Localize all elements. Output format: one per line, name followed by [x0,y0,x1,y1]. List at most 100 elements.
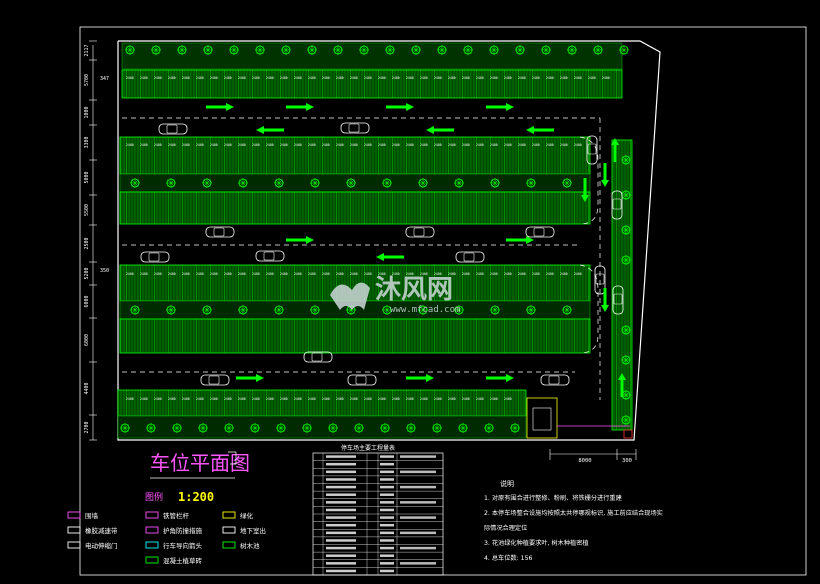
tree-icon [431,422,443,434]
stall-label: 2400 [126,143,134,147]
stall-label: 2400 [252,397,260,401]
watermark-text: 沐风网 [375,275,453,305]
stall-label: 2400 [448,76,456,80]
stall-label: 2400 [294,397,302,401]
stall-label: 2400 [280,143,288,147]
dimension-label: 6000 [84,295,90,307]
stall-label: 2400 [560,272,568,276]
stall-label: 2400 [266,143,274,147]
legend: 围墙铁管栏杆绿化橡胶减速带护角防撞措施地下室出电动伸缩门行车导向箭头树木池混凝土… [67,511,266,565]
legend-title: 图例 [145,491,163,503]
stall-label: 2400 [546,143,554,147]
stall-label: 2400 [294,143,302,147]
tree-icon [525,177,537,189]
legend-swatch [145,556,159,564]
legend-swatch [67,511,81,519]
legend-swatch [145,526,159,534]
stall-label: 2400 [322,143,330,147]
stall-label: 2400 [322,397,330,401]
stall-label: 2400 [294,76,302,80]
stall-label: 2400 [210,272,218,276]
stall-label: 2400 [448,143,456,147]
tree-icon [301,422,313,434]
stall-dimension-labels: 2400 2400 2400 2400 2400 2400 2400 2400 2400 2400… [126,76,610,401]
stall-label: 2400 [602,76,610,80]
legend-label: 电动伸缩门 [85,541,118,550]
tree-icon [405,422,417,434]
tree-icon [620,354,632,366]
stall-label: 2400 [196,397,204,401]
tree-icon [273,177,285,189]
stall-label: 2400 [406,272,414,276]
stall-label: 2400 [574,272,582,276]
stall-label: 2400 [518,272,526,276]
tree-icon [514,44,526,56]
stall-label: 2400 [140,272,148,276]
stall-label: 2400 [588,76,596,80]
tree-icon [620,154,632,166]
legend-swatch [222,526,236,534]
stall-label: 2400 [210,76,218,80]
tree-icon [280,44,292,56]
legend-swatch [67,541,81,549]
tree-icon [237,304,249,316]
stall-label: 2400 [308,143,316,147]
quantity-table: 停车场主要工程量表 [312,444,444,576]
tree-icon [540,44,552,56]
stall-label: 2400 [434,76,442,80]
stall-label: 2400 [448,397,456,401]
tree-icon [488,44,500,56]
note-line: 2. 本停车场整合设施均按照太共停哪规标识, 施工前应结合现场实 [484,509,663,517]
tree-icon [119,422,131,434]
tree-icon [561,304,573,316]
tree-icon [620,189,632,201]
stall-label: 2400 [182,76,190,80]
stall-label: 2400 [280,397,288,401]
stall-label: 2400 [406,76,414,80]
stall-label: 2400 [518,76,526,80]
stall-label: 2400 [378,143,386,147]
tree-icon [197,422,209,434]
tree-icon [345,177,357,189]
stall-label: 2400 [350,397,358,401]
tree-icon [379,422,391,434]
tree-icon [327,422,339,434]
stall-label: 2400 [574,76,582,80]
tree-icon [525,304,537,316]
stall-label: 2400 [434,272,442,276]
stall-label: 2400 [336,397,344,401]
tree-icon [273,304,285,316]
stall-label: 2400 [392,76,400,80]
parking-row-5 [119,318,591,354]
stall-label: 2400 [154,143,162,147]
stall-label: 2400 [140,143,148,147]
drawing-scale: 1:200 [178,490,214,504]
tree-icon [237,177,249,189]
dimension-label: 2700 [84,421,90,433]
stall-label: 2400 [266,272,274,276]
tree-icon [150,44,162,56]
stall-label: 2400 [364,397,372,401]
stall-label: 2400 [364,272,372,276]
stall-label: 2400 [546,272,554,276]
stall-label: 2400 [406,397,414,401]
dimension-label: 5700 [84,74,90,86]
stall-label: 2400 [252,272,260,276]
stall-label: 2400 [392,272,400,276]
dimension-label: 350 [100,268,109,274]
stall-label: 2400 [308,272,316,276]
dim-bottom-small: 300 [622,458,632,464]
tree-icon [592,44,604,56]
stall-label: 2400 [224,76,232,80]
stall-label: 2400 [168,397,176,401]
stall-label: 2400 [308,76,316,80]
parking-row-3 [119,191,591,225]
stall-label: 2400 [574,143,582,147]
tree-icon [457,422,469,434]
planting-strip-top [121,42,623,70]
drawing-title: 车位平面图 [150,451,250,475]
dimension-label: 3300 [84,136,90,148]
stall-label: 2400 [154,76,162,80]
legend-swatch [222,511,236,519]
left-dimensions: 2117570010003300500055002500520060006000… [84,40,109,441]
